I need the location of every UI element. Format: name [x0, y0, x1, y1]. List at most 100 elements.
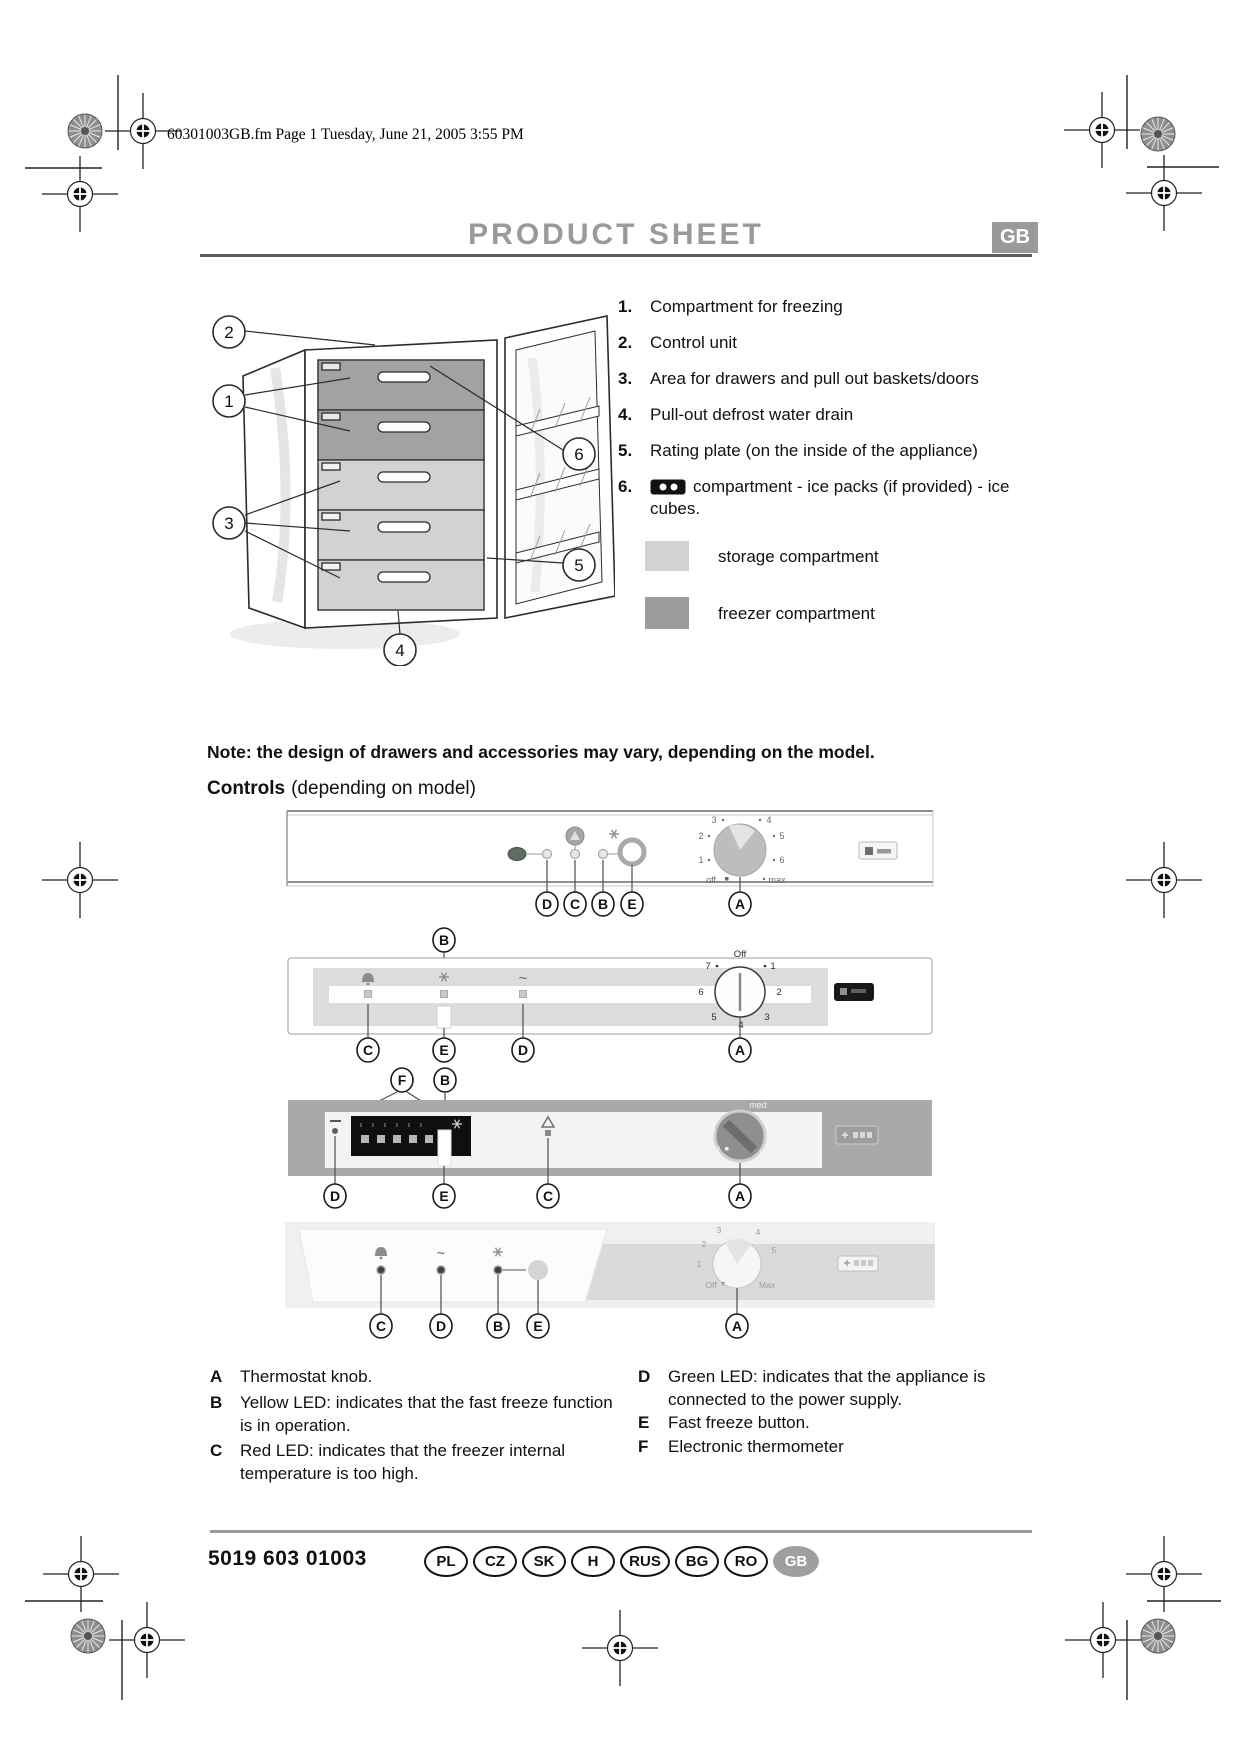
knob-label: 3	[764, 1012, 769, 1023]
legend-text: Yellow LED: indicates that the fast free…	[240, 1393, 613, 1435]
knob-label: 5	[779, 831, 784, 841]
knob-label: 4	[766, 815, 771, 825]
legend-item-B: B Yellow LED: indicates that the fast fr…	[210, 1392, 620, 1438]
callout-4: 4	[395, 641, 404, 660]
control-panel-4: ~ 3 4 2 5 1 Off Max	[285, 1222, 935, 1339]
thermostat-knob[interactable]: 3 4 2 5 1 Off Max	[697, 1225, 777, 1290]
callout-D: D	[436, 1318, 446, 1334]
language-badge: GB	[992, 222, 1038, 253]
callout-E: E	[439, 1042, 448, 1058]
lang-PL: PL	[424, 1546, 468, 1577]
knob-label: 1	[697, 1259, 702, 1269]
knob-label: 1	[770, 961, 775, 972]
callout-C: C	[543, 1188, 553, 1204]
parts-item-5: 5. Rating plate (on the inside of the ap…	[618, 440, 1038, 462]
callout-A: A	[732, 1318, 742, 1334]
item-text: compartment - ice packs (if provided) - …	[650, 476, 1038, 520]
legend-text: Fast freeze button.	[668, 1413, 810, 1432]
item-number: 5.	[618, 441, 633, 460]
controls-heading-bold: Controls	[207, 778, 286, 799]
parts-item-4: 4. Pull-out defrost water drain	[618, 404, 1038, 426]
item-number: 2.	[618, 333, 633, 352]
file-header-line: 60301003GB.fm Page 1 Tuesday, June 21, 2…	[167, 126, 524, 143]
starburst-mark	[67, 113, 103, 149]
legend-key: E	[638, 1413, 650, 1432]
fast-freeze-button[interactable]	[437, 1129, 452, 1167]
callout-2: 2	[224, 323, 233, 342]
controls-heading: Controls(depending on model)	[207, 778, 476, 800]
green-power-led	[507, 847, 552, 861]
controls-heading-rest: (depending on model)	[291, 778, 476, 799]
parts-item-6: 6. compartment - ice packs (if provided)…	[618, 476, 1038, 520]
rating-plate-badge	[837, 1255, 879, 1272]
knob-label: Off	[734, 949, 747, 960]
item-text: Pull-out defrost water drain	[650, 405, 854, 424]
item-number: 4.	[618, 405, 633, 424]
freezer-door	[504, 315, 615, 619]
panel2-strip	[329, 986, 811, 1003]
electronic-thermometer-display	[351, 1116, 471, 1156]
callout-E: E	[533, 1318, 542, 1334]
panel2-callouts: C E D A	[356, 1037, 752, 1063]
knob-label: min	[701, 1124, 716, 1134]
panel4-callouts: C D B E A	[369, 1313, 749, 1339]
power-icon: ~	[519, 970, 528, 987]
legend-key: B	[210, 1393, 223, 1412]
knob-label: 7	[705, 961, 710, 972]
led-dots	[376, 1265, 503, 1275]
lang-GB-active: GB	[773, 1546, 819, 1577]
callout-F: F	[398, 1072, 407, 1088]
title-rule	[200, 254, 1032, 257]
freezer-drawers	[317, 359, 485, 611]
callout-5: 5	[574, 556, 583, 575]
lang-BG: BG	[675, 1546, 719, 1577]
note-text: Note: the design of drawers and accessor…	[207, 742, 875, 762]
alarm-icon	[540, 1115, 556, 1136]
control-panel-1: 3 4 2 5 1 6 off max	[286, 810, 934, 917]
freezer-compartment-swatch	[645, 597, 689, 629]
knob-label: Off	[708, 1145, 720, 1155]
knob-label: 3	[711, 815, 716, 825]
knob-label: 6	[779, 855, 784, 865]
fast-freeze-button[interactable]	[528, 1260, 548, 1280]
fast-freeze-button[interactable]	[608, 829, 647, 867]
red-alarm-led	[565, 826, 585, 859]
knob-label: 4	[738, 1020, 743, 1031]
callout-B: B	[440, 1072, 450, 1088]
callout-B: B	[493, 1318, 503, 1334]
thermostat-knob[interactable]: med min Off max	[701, 1100, 777, 1163]
alarm-icon	[375, 1247, 387, 1260]
panel4-inset	[298, 1228, 608, 1303]
panel3-callouts: D E C A	[323, 1183, 752, 1209]
callout-D: D	[518, 1042, 528, 1058]
knob-label: 2	[702, 1239, 707, 1249]
item-text: Area for drawers and pull out baskets/do…	[650, 369, 979, 388]
fast-freeze-button[interactable]	[436, 1005, 452, 1029]
control-panel-3: F B	[288, 1067, 932, 1209]
legend-text: Green LED: indicates that the appliance …	[668, 1367, 986, 1409]
callout-A: A	[735, 1188, 745, 1204]
knob-label: 2	[698, 831, 703, 841]
legend-key: D	[638, 1367, 651, 1386]
footer-rule	[210, 1530, 1032, 1533]
lang-CZ: CZ	[473, 1546, 517, 1577]
legend-text: Thermostat knob.	[240, 1367, 373, 1386]
thermostat-knob[interactable]: Off 7 1 6 2 5 3 4	[698, 949, 781, 1031]
knob-label: Off	[705, 1280, 717, 1290]
knob-label: 2	[776, 987, 781, 998]
legend-item-C: C Red LED: indicates that the freezer in…	[210, 1440, 620, 1486]
legend-key: A	[210, 1367, 223, 1386]
callout-C: C	[363, 1042, 373, 1058]
callout-B: B	[598, 896, 608, 912]
snowflake-icon	[608, 829, 620, 839]
document-code: 5019 603 01003	[208, 1547, 367, 1570]
thermostat-knob[interactable]: 3 4 2 5 1 6 off max	[698, 815, 786, 885]
knob-label: off	[706, 875, 716, 885]
knob-label: 5	[772, 1245, 777, 1255]
language-list: PL CZ SK H RUS BG RO GB	[424, 1546, 819, 1577]
alarm-icon	[362, 973, 374, 986]
item-text: Compartment for freezing	[650, 297, 843, 316]
legend-key: F	[638, 1437, 649, 1456]
callout-E: E	[439, 1188, 448, 1204]
